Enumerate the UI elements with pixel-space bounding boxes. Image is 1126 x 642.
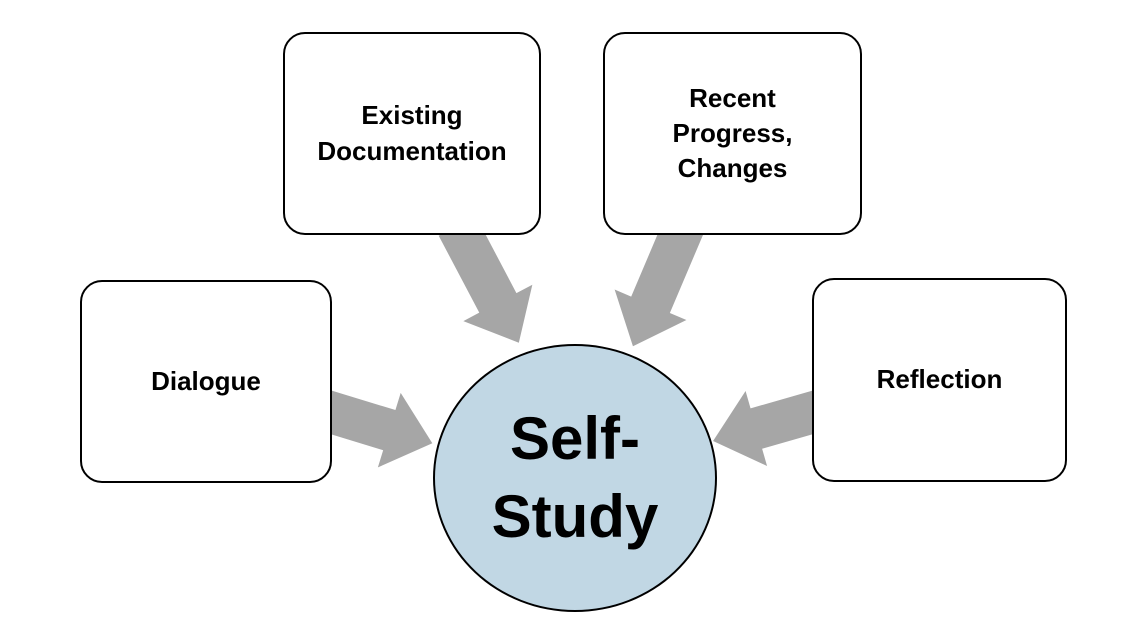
node-recent-progress-changes: Recent Progress, Changes — [603, 32, 862, 235]
node-existing-documentation: Existing Documentation — [283, 32, 541, 235]
arrow-reflection-to-self-study — [713, 389, 828, 467]
arrow-dialogue-to-self-study — [316, 389, 433, 468]
node-dialogue-label: Dialogue — [151, 365, 261, 396]
arrow-existing-documentation-to-self-study — [438, 216, 533, 343]
node-self-study-label: Self- Study — [491, 405, 659, 550]
node-recent-progress-changes-label: Recent Progress, Changes — [672, 82, 793, 184]
node-reflection-label: Reflection — [876, 364, 1003, 395]
node-dialogue: Dialogue — [80, 280, 332, 483]
node-existing-documentation-label: Existing Documentation — [317, 100, 507, 166]
node-reflection: Reflection — [812, 278, 1067, 482]
node-self-study: Self- Study — [433, 344, 717, 612]
arrow-recent-progress-to-self-study — [614, 217, 704, 347]
